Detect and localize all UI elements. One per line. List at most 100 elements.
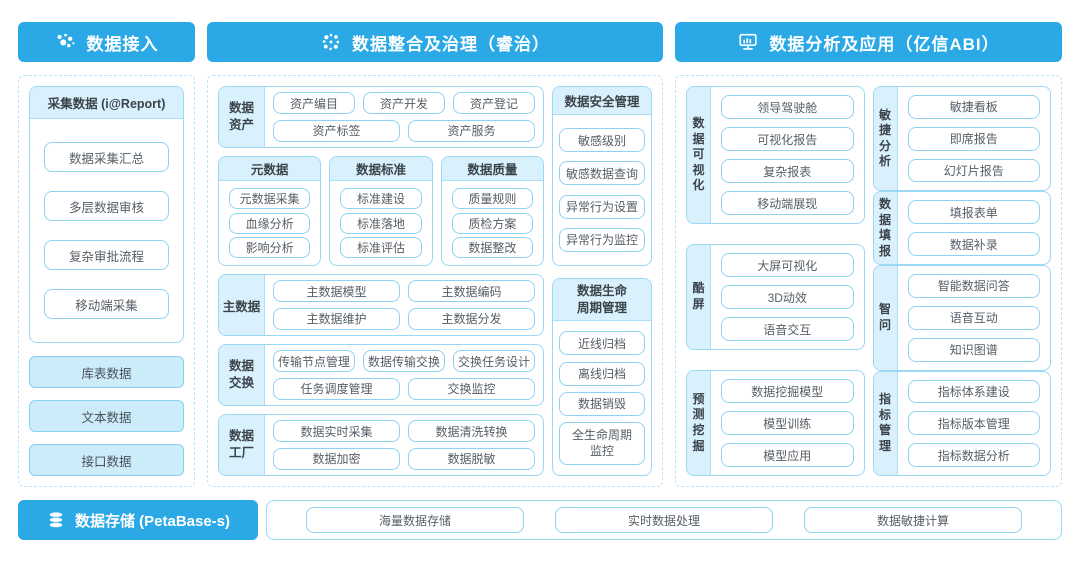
module-box: 离线归档 [559,361,645,386]
card-title-text: 数据生命周期管理 [576,283,627,315]
module-box: 标准评估 [340,236,422,258]
module-box: 数据加密 [273,447,400,470]
module-box: 血缘分析 [229,212,311,234]
module-box: 3D动效 [721,285,854,309]
card-metadata-title: 元数据 [219,157,321,181]
header-governance: 数据整合及治理（睿治） [207,22,663,62]
data-source-box: 接口数据 [29,444,184,476]
module-box: 指标版本管理 [907,411,1040,436]
group-agile-analysis-label: 敏捷分析 [873,87,898,191]
module-box: 资产编目 [273,92,355,115]
group-data-reporting-label: 数据填报 [873,192,898,265]
group-data-visualization-label: 数据可视化 [687,87,711,223]
module-box: 交换任务设计 [453,350,535,373]
card-data-standard: 数据标准 标准建设 标准落地 标准评估 [329,156,433,266]
module-box: 即席报告 [907,126,1040,151]
module-box: 语音交互 [721,317,854,341]
header-analysis: 数据分析及应用（亿信ABI） [675,22,1062,62]
group-label-text: 数据可视化 [692,116,705,193]
governance-main-column: 数据资产 资产编目 资产开发 资产登记 资产标签 资产服务 [218,86,544,476]
panel-data-access: 采集数据 (i@Report) 数据采集汇总 多层数据审核 复杂审批流程 移动端… [18,75,195,487]
module-box: 任务调度管理 [273,377,400,400]
group-smart-qa-label: 智问 [873,266,898,370]
module-box: 影响分析 [229,236,311,258]
module-box: 资产开发 [363,92,445,115]
group-indicator-management-label: 指标管理 [873,371,898,475]
group-data-reporting: 数据填报 填报表单 数据补录 [872,191,1051,266]
module-box: 填报表单 [907,200,1040,225]
item-row: 任务调度管理 交换监控 [273,377,535,400]
item-row: 数据加密 数据脱敏 [273,447,535,470]
module-box: 多层数据审核 [44,191,169,221]
data-source-box: 库表数据 [29,356,184,388]
module-box: 资产服务 [408,119,535,142]
module-box: 可视化报告 [721,127,854,151]
group-master-data: 主数据 主数据模型 主数据编码 主数据维护 主数据分发 [218,274,544,336]
group-data-reporting-items: 填报表单 数据补录 [898,192,1051,264]
group-label-text: 主数据 [222,299,261,314]
sub-card-row: 元数据 元数据采集 血缘分析 影响分析 数据标准 标准建设 标准落地 标准评估 [218,156,544,266]
module-box: 指标数据分析 [907,443,1040,467]
module-box: 指标体系建设 [907,379,1040,404]
module-box: 数据敏捷计算 [804,507,1022,533]
module-box: 资产标签 [273,119,400,142]
module-box: 标准建设 [340,188,422,210]
dot-swirl-icon [320,31,342,53]
governance-side-column: 数据安全管理 敏感级别 敏感数据查询 异常行为设置 异常行为监控 数据生命周期管… [552,86,652,476]
monitor-chart-icon [737,31,759,53]
group-data-exchange: 数据交换 传输节点管理 数据传输交换 交换任务设计 任务调度管理 交换监控 [218,344,544,406]
module-box: 幻灯片报告 [907,158,1040,183]
module-box: 敏感数据查询 [559,161,645,186]
group-indicator-management-items: 指标体系建设 指标版本管理 指标数据分析 [898,372,1051,475]
item-row: 资产编目 资产开发 资产登记 [273,92,535,115]
item-row: 数据实时采集 数据清洗转换 [273,420,535,443]
group-data-factory-items: 数据实时采集 数据清洗转换 数据加密 数据脱敏 [265,415,543,475]
group-label-text: 数据资产 [228,101,254,132]
module-box: 异常行为监控 [559,227,645,252]
card-data-quality-items: 质量规则 质检方案 数据整改 [442,181,543,265]
database-stack-icon [46,510,66,530]
group-data-exchange-label: 数据交换 [219,345,265,405]
module-box: 数据补录 [907,232,1040,257]
panel-governance-body: 数据资产 资产编目 资产开发 资产登记 资产标签 资产服务 [207,75,663,487]
group-label-text: 指标管理 [878,392,891,453]
group-label-text: 敏捷分析 [878,107,891,169]
card-data-lifecycle-title: 数据生命周期管理 [553,279,651,321]
group-data-factory: 数据工厂 数据实时采集 数据清洗转换 数据加密 数据脱敏 [218,414,544,476]
collect-card-items: 数据采集汇总 多层数据审核 复杂审批流程 移动端采集 [30,119,183,342]
group-cool-screen-items: 大屏可视化 3D动效 语音交互 [711,245,864,349]
storage-capabilities: 海量数据存储 实时数据处理 数据敏捷计算 [266,500,1062,540]
group-label-text: 数据填报 [878,197,891,258]
group-predictive-mining-label: 预测挖掘 [687,371,711,475]
item-row: 传输节点管理 数据传输交换 交换任务设计 [273,350,535,373]
collect-data-card: 采集数据 (i@Report) 数据采集汇总 多层数据审核 复杂审批流程 移动端… [29,86,184,343]
group-label-text: 预测挖掘 [692,391,705,453]
module-box: 移动端采集 [44,289,169,319]
module-box: 质检方案 [451,212,533,234]
group-smart-qa-items: 智能数据问答 语音互动 知识图谱 [898,266,1051,369]
group-predictive-mining: 预测挖掘 数据挖掘模型 模型训练 模型应用 [686,370,865,476]
group-agile-analysis: 敏捷分析 敏捷看板 即席报告 幻灯片报告 [872,86,1051,192]
module-box: 移动端展现 [721,191,854,215]
group-data-visualization-items: 领导驾驶舱 可视化报告 复杂报表 移动端展现 [711,87,864,223]
module-box: 数据脱敏 [408,447,535,470]
card-data-quality-title: 数据质量 [441,157,543,181]
module-box: 实时数据处理 [555,507,773,533]
card-data-quality: 数据质量 质量规则 质检方案 数据整改 [440,156,544,266]
network-nodes-icon [55,31,77,53]
panel-analysis-body: 数据可视化 领导驾驶舱 可视化报告 复杂报表 移动端展现 酷屏 大屏可视化 [675,75,1062,487]
module-box-text: 全生命周期监控 [571,428,632,459]
card-metadata: 元数据 元数据采集 血缘分析 影响分析 [218,156,322,266]
card-data-security: 数据安全管理 敏感级别 敏感数据查询 异常行为设置 异常行为监控 [552,86,652,266]
data-source-box: 文本数据 [29,400,184,432]
module-box: 资产登记 [453,92,535,115]
card-metadata-items: 元数据采集 血缘分析 影响分析 [219,181,320,265]
group-data-asset-items: 资产编目 资产开发 资产登记 资产标签 资产服务 [265,87,543,147]
module-box: 海量数据存储 [306,507,524,533]
group-label-text: 智问 [878,302,891,332]
module-box: 复杂报表 [721,159,854,183]
storage-row: 数据存储 (PetaBase-s) 海量数据存储 实时数据处理 数据敏捷计算 [18,500,1062,540]
module-box: 全生命周期监控 [559,422,645,465]
module-box: 主数据维护 [273,307,400,330]
